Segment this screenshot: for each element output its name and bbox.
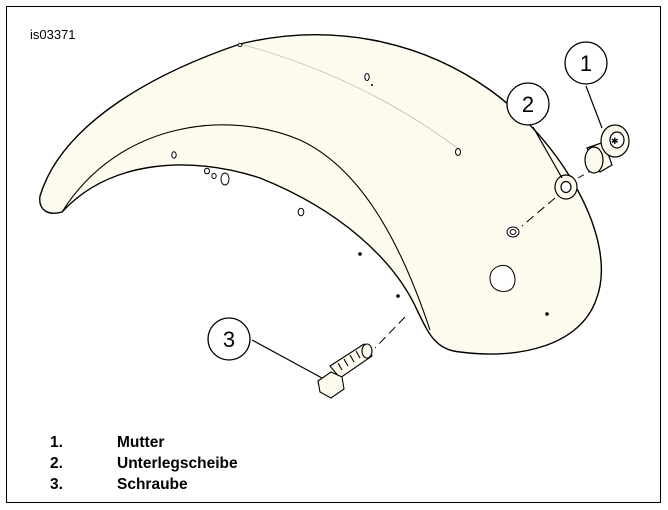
callout-leaders (251, 85, 603, 379)
washer-part (554, 174, 578, 200)
figure-id: is03371 (30, 27, 76, 42)
callout-3: 3 (207, 317, 251, 361)
svg-text:✱: ✱ (611, 137, 619, 147)
parts-legend: 1. Mutter 2. Unterlegscheibe 3. Schraube (50, 432, 238, 495)
callout-3-number: 3 (223, 327, 235, 352)
legend-item: 1. Mutter (50, 432, 238, 453)
fender-ridge (239, 43, 461, 151)
fender-outline (39, 34, 602, 355)
fender-inner-edge (61, 124, 431, 331)
legend-label: Schraube (117, 476, 188, 493)
bolt-part (317, 343, 373, 399)
legend-number: 3. (50, 476, 63, 493)
callout-1: 1 (564, 41, 608, 85)
legend-label: Unterlegscheibe (117, 455, 238, 472)
legend-item: 2. Unterlegscheibe (50, 453, 238, 474)
callout-2-number: 2 (522, 92, 534, 117)
legend-item: 3. Schraube (50, 474, 238, 495)
legend-number: 2. (50, 455, 63, 472)
legend-number: 1. (50, 434, 63, 451)
callout-1-number: 1 (580, 51, 592, 76)
legend-label: Mutter (117, 434, 165, 451)
fender-holes (171, 43, 520, 292)
nut-part: ✱ (584, 124, 630, 174)
callout-2: 2 (506, 82, 550, 126)
